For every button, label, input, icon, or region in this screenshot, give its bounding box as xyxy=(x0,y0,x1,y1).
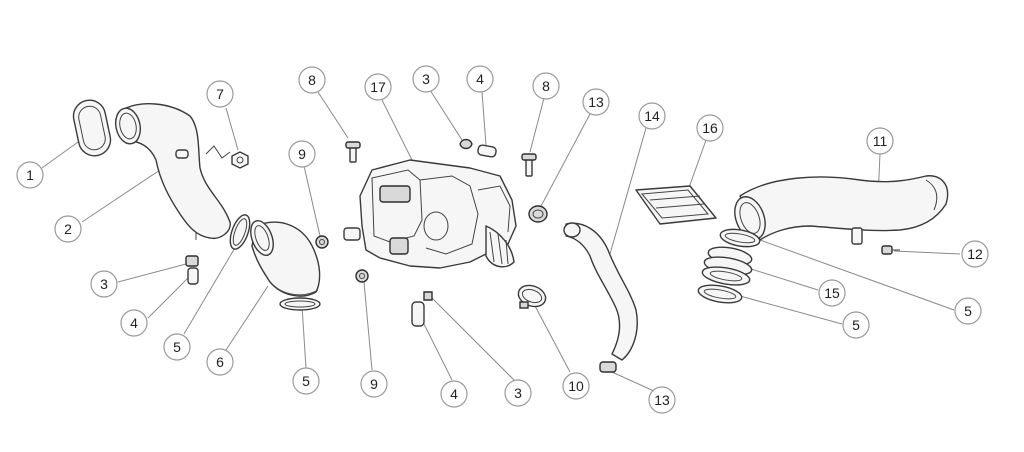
small-clamp-part-bottom xyxy=(599,361,617,373)
sleeve-part-top xyxy=(477,144,497,158)
callout: 3 xyxy=(90,270,118,298)
svg-text:3: 3 xyxy=(514,385,522,401)
bolt-part-left xyxy=(345,141,361,163)
intake-tube-part xyxy=(114,103,231,240)
svg-text:1: 1 xyxy=(26,167,34,183)
callout: 12 xyxy=(961,240,989,268)
main-housing-part xyxy=(343,159,517,269)
callout: 5 xyxy=(292,367,320,395)
callout: 11 xyxy=(866,127,894,155)
gasket-ring-part xyxy=(72,99,112,157)
svg-text:12: 12 xyxy=(967,246,983,262)
svg-text:6: 6 xyxy=(216,354,224,370)
nut-part xyxy=(205,145,249,169)
callout: 4 xyxy=(440,380,468,408)
svg-text:5: 5 xyxy=(302,373,310,389)
callout: 13 xyxy=(648,386,676,414)
connector-part-left xyxy=(185,255,199,285)
callout: 4 xyxy=(120,309,148,337)
callout: 9 xyxy=(288,140,316,168)
bolt-part-right xyxy=(521,153,537,177)
callout: 8 xyxy=(532,72,560,100)
callout: 5 xyxy=(842,311,870,339)
svg-text:14: 14 xyxy=(644,108,660,124)
hose-clamp-part xyxy=(229,214,251,250)
svg-text:8: 8 xyxy=(542,78,550,94)
hose-clamp-part-right-lower xyxy=(697,284,743,304)
svg-text:9: 9 xyxy=(370,376,378,392)
filter-element-part xyxy=(635,185,717,225)
svg-text:4: 4 xyxy=(476,71,484,87)
callout: 9 xyxy=(360,370,388,398)
callout: 6 xyxy=(206,348,234,376)
clip-part-top xyxy=(459,138,473,150)
callout: 17 xyxy=(364,73,392,101)
breather-hose-part xyxy=(563,222,638,361)
svg-text:15: 15 xyxy=(824,285,840,301)
sleeve-part-bottom xyxy=(411,301,425,327)
callout: 4 xyxy=(466,65,494,93)
hose-clamp-part-bottom xyxy=(279,297,321,311)
outlet-duct-part xyxy=(734,175,949,245)
washer-part-upper xyxy=(315,235,329,249)
screw-part xyxy=(881,245,900,255)
callout: 2 xyxy=(54,215,82,243)
svg-text:11: 11 xyxy=(873,133,888,149)
svg-text:5: 5 xyxy=(852,317,860,333)
svg-text:4: 4 xyxy=(130,315,138,331)
callout: 10 xyxy=(562,372,590,400)
svg-text:7: 7 xyxy=(216,86,224,102)
callout: 16 xyxy=(696,114,724,142)
svg-text:2: 2 xyxy=(64,221,72,237)
svg-text:3: 3 xyxy=(422,71,430,87)
bellows-part xyxy=(701,246,753,286)
callout: 15 xyxy=(818,279,846,307)
callout: 3 xyxy=(504,379,532,407)
svg-text:5: 5 xyxy=(964,303,972,319)
band-clamp-part xyxy=(517,284,547,309)
hose-clamp-part-right-upper xyxy=(719,228,761,248)
svg-text:10: 10 xyxy=(568,378,584,394)
callout: 3 xyxy=(412,65,440,93)
small-clamp-part-top xyxy=(528,205,548,223)
callout: 5 xyxy=(163,333,191,361)
clip-part-bottom xyxy=(423,291,433,301)
svg-text:3: 3 xyxy=(100,276,108,292)
callout: 7 xyxy=(206,80,234,108)
svg-text:16: 16 xyxy=(702,120,718,136)
svg-text:13: 13 xyxy=(654,392,670,408)
callout: 14 xyxy=(638,102,666,130)
callout: 1 xyxy=(16,161,44,189)
svg-text:4: 4 xyxy=(450,386,458,402)
elbow-hose-part xyxy=(250,220,321,297)
callout: 13 xyxy=(582,88,610,116)
washer-part-lower xyxy=(355,269,369,283)
svg-text:13: 13 xyxy=(588,94,604,110)
svg-text:8: 8 xyxy=(308,72,316,88)
callout: 8 xyxy=(298,66,326,94)
svg-text:5: 5 xyxy=(173,339,181,355)
svg-text:17: 17 xyxy=(370,79,386,95)
callout: 5 xyxy=(954,297,982,325)
svg-text:9: 9 xyxy=(298,146,306,162)
